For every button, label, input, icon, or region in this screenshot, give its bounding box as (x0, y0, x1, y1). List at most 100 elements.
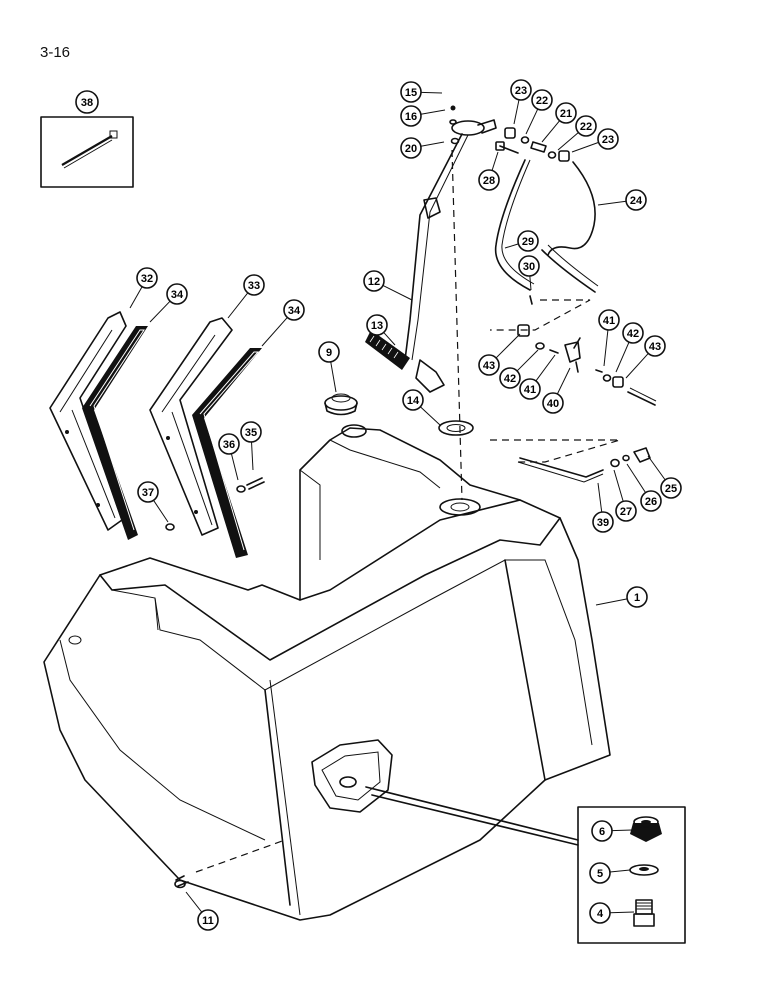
leader-line-34 (261, 317, 288, 347)
fuel-sender-assembly (365, 105, 497, 501)
callout-43: 43 (644, 335, 666, 357)
leader-line-36 (230, 453, 239, 481)
leader-line-41 (603, 329, 609, 367)
leader-line-27 (613, 469, 624, 502)
leader-line-28 (491, 151, 499, 171)
callout-6: 6 (591, 820, 613, 842)
leader-line-21 (541, 120, 561, 143)
callout-circle (626, 586, 648, 608)
callout-22: 22 (575, 115, 597, 137)
callout-38: 38 (75, 90, 99, 114)
callout-number: 39 (597, 517, 609, 529)
leader-line-23 (513, 99, 520, 125)
leader-line-43 (495, 333, 521, 359)
leader-line-34 (149, 300, 171, 323)
callout-circle (137, 481, 159, 503)
leader-line-40 (556, 367, 571, 395)
callout-number: 22 (580, 121, 592, 133)
callout-circle (400, 105, 422, 127)
callout-circle (197, 909, 219, 931)
callout-circle (318, 341, 340, 363)
callout-labels: 1456911121314151620212222232324252627282… (75, 79, 682, 931)
leader-line-20 (420, 141, 445, 147)
callout-circle (283, 299, 305, 321)
callout-43: 43 (478, 354, 500, 376)
callout-circle (625, 189, 647, 211)
callout-28: 28 (478, 169, 500, 191)
leader-line-25 (647, 455, 666, 481)
tank-strap-right (149, 317, 262, 558)
leader-line-30 (529, 275, 532, 291)
callout-circle (136, 267, 158, 289)
callout-13: 13 (366, 314, 388, 336)
leader-line-14 (419, 406, 441, 426)
callout-number: 27 (620, 506, 632, 518)
callout-5: 5 (589, 862, 611, 884)
leader-line-11 (185, 891, 203, 913)
callout-number: 16 (405, 111, 417, 123)
callout-number: 23 (602, 134, 614, 146)
callout-number: 12 (368, 276, 380, 288)
leader-line-23 (571, 141, 599, 153)
callout-circle (218, 433, 240, 455)
callout-42: 42 (622, 322, 644, 344)
leader-line-26 (626, 463, 646, 493)
callout-34: 34 (283, 299, 305, 321)
callout-circle (519, 378, 541, 400)
callout-number: 22 (536, 95, 548, 107)
callout-42: 42 (499, 367, 521, 389)
callout-number: 4 (597, 908, 604, 920)
callout-circle (243, 274, 265, 296)
leader-line-6 (611, 829, 633, 832)
callout-22: 22 (531, 89, 553, 111)
callout-41: 41 (519, 378, 541, 400)
leader-line-4 (609, 911, 635, 914)
leader-line-41 (535, 354, 556, 382)
callout-circle (597, 128, 619, 150)
callout-12: 12 (363, 270, 385, 292)
callout-number: 37 (142, 487, 154, 499)
callout-number: 33 (248, 280, 260, 292)
callout-circle (644, 335, 666, 357)
callout-9: 9 (318, 341, 340, 363)
callout-number: 21 (560, 108, 572, 120)
callout-27: 27 (615, 500, 637, 522)
callout-number: 25 (665, 483, 677, 495)
callout-number: 32 (141, 273, 153, 285)
leader-line-15 (420, 91, 443, 94)
callout-4: 4 (589, 902, 611, 924)
leader-line-43 (625, 353, 649, 379)
callout-circle (166, 283, 188, 305)
callout-circle (402, 389, 424, 411)
callout-21: 21 (555, 102, 577, 124)
leader-line-42 (615, 341, 630, 373)
callout-circle (660, 477, 682, 499)
callout-number: 1 (634, 592, 640, 604)
callout-number: 5 (597, 868, 603, 880)
callout-circle (478, 354, 500, 376)
callout-number: 20 (405, 143, 417, 155)
callout-15: 15 (400, 81, 422, 103)
leader-line-29 (504, 243, 519, 249)
leader-line-16 (420, 109, 446, 115)
callout-circle (615, 500, 637, 522)
callout-number: 38 (81, 97, 93, 109)
callout-number: 41 (603, 315, 615, 327)
callout-circle (478, 169, 500, 191)
drain-detail-inset (365, 786, 686, 944)
callout-circle (640, 490, 662, 512)
callout-circle (517, 230, 539, 252)
leader-line-42 (516, 349, 539, 372)
callout-number: 36 (223, 439, 235, 451)
callout-circle (575, 115, 597, 137)
leader-line-1 (595, 598, 628, 606)
callout-circle (400, 81, 422, 103)
callout-number: 15 (405, 87, 417, 99)
leader-line-35 (251, 441, 254, 471)
callout-23: 23 (510, 79, 532, 101)
callout-number: 41 (524, 384, 536, 396)
callout-circle (555, 102, 577, 124)
callout-32: 32 (136, 267, 158, 289)
callout-circle (499, 367, 521, 389)
callout-circle (589, 902, 611, 924)
